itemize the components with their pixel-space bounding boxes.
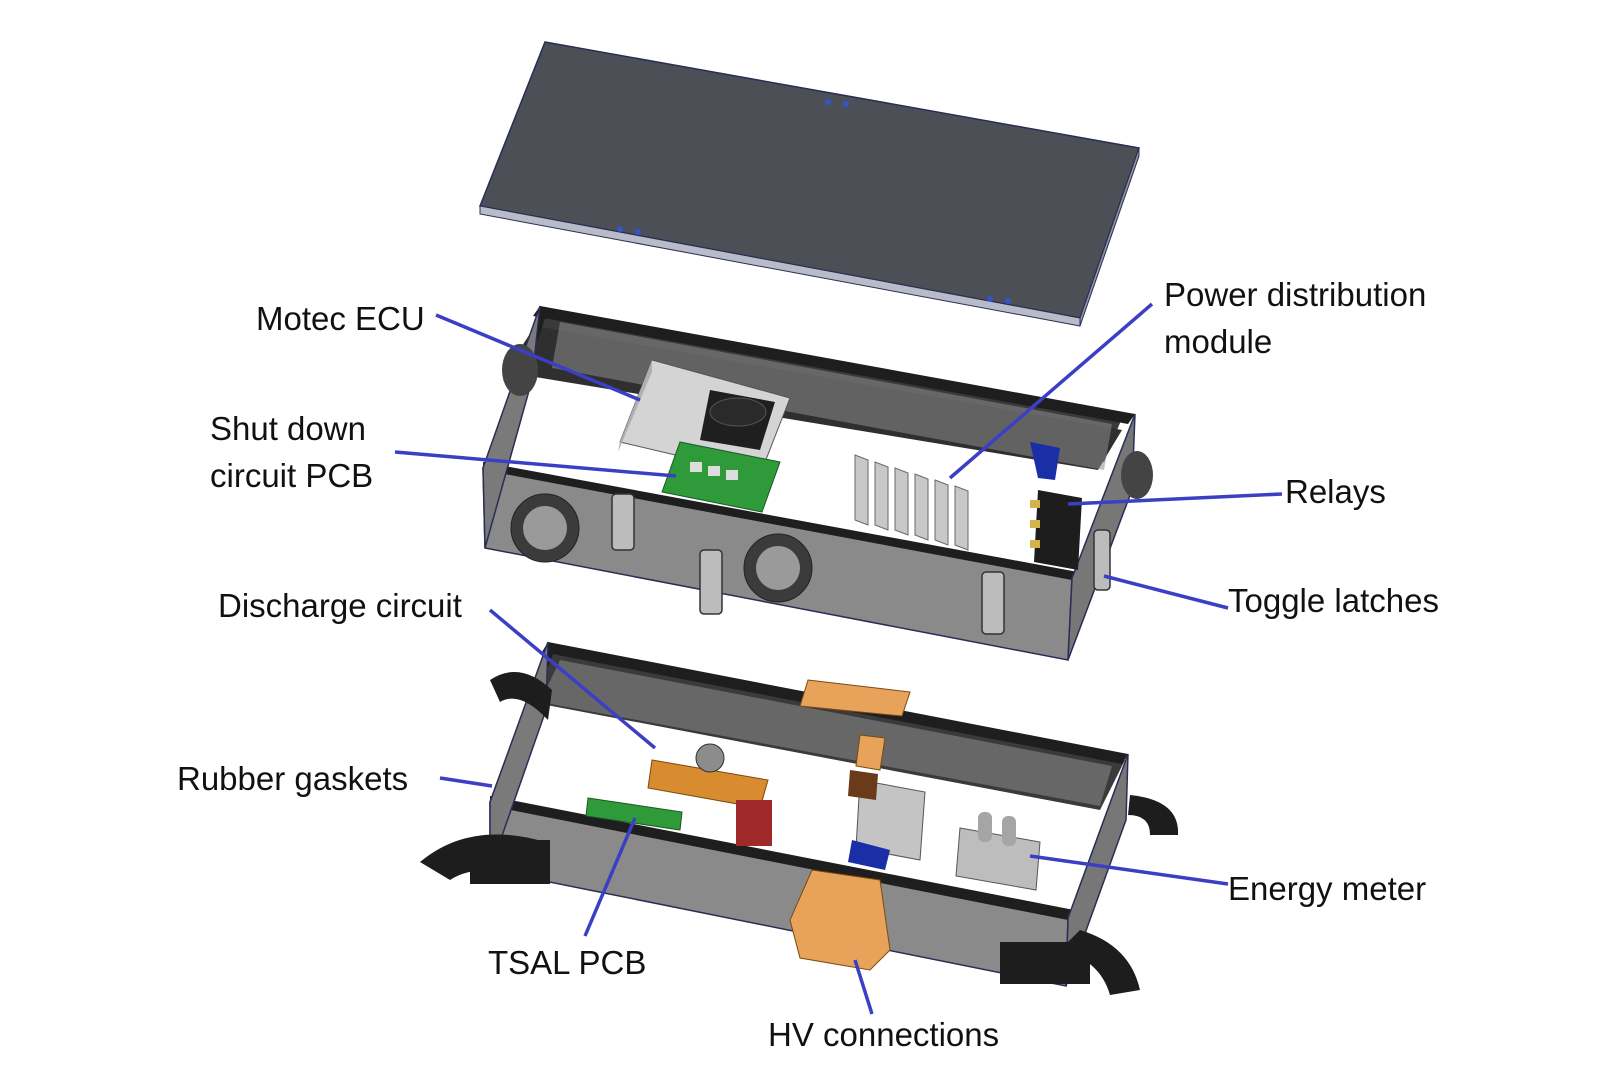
leader-rubber-gaskets — [439, 776, 493, 788]
label-shutdown-line1: Shut down — [210, 410, 366, 447]
label-shutdown-line2: circuit PCB — [210, 456, 374, 494]
side-connector-right — [1121, 451, 1153, 499]
energy-meter — [955, 812, 1041, 891]
ecu-fan — [700, 390, 775, 450]
leader-shutdown-pcb — [394, 450, 677, 478]
leader-power-distribution — [948, 302, 1154, 480]
label-power-distribution-module: Power distribution module — [1164, 272, 1426, 366]
label-power-distribution-line2: module — [1164, 322, 1273, 360]
leader-toggle-latches — [1103, 574, 1229, 610]
leader-energy-meter — [1029, 854, 1229, 886]
label-motec-ecu: Motec ECU — [256, 296, 425, 343]
relays — [1030, 442, 1082, 570]
upper-enclosure — [482, 305, 1136, 661]
label-motec-ecu-text: Motec ECU — [256, 300, 425, 337]
circular-connector-left — [510, 493, 580, 563]
tsal-pcb — [585, 797, 683, 831]
enclosure-lid — [478, 41, 1140, 327]
side-connector-left — [502, 344, 538, 396]
label-tsal-pcb-text: TSAL PCB — [488, 944, 647, 981]
label-discharge-circuit: Discharge circuit — [218, 583, 462, 630]
mounting-brackets — [420, 672, 1179, 995]
shutdown-circuit-pcb — [661, 441, 781, 513]
leader-tsal-pcb — [583, 817, 637, 937]
label-power-distribution-line1: Power distribution — [1164, 276, 1427, 313]
label-rubber-gaskets-text: Rubber gaskets — [177, 760, 409, 797]
toggle-latches — [611, 493, 1111, 635]
circular-connector-mid — [743, 533, 813, 603]
leader-motec-ecu — [435, 313, 641, 402]
label-relays: Relays — [1285, 469, 1386, 516]
discharge-circuit — [647, 743, 772, 846]
center-module — [848, 770, 926, 870]
label-discharge-circuit-text: Discharge circuit — [218, 587, 462, 624]
leader-discharge-circuit — [488, 608, 657, 750]
label-energy-meter-text: Energy meter — [1228, 870, 1427, 907]
label-relays-text: Relays — [1285, 473, 1386, 510]
label-energy-meter: Energy meter — [1228, 866, 1426, 913]
leader-hv-connections — [853, 959, 874, 1015]
label-hv-connections: HV connections — [768, 1012, 999, 1059]
label-rubber-gaskets: Rubber gaskets — [177, 756, 408, 803]
label-shutdown-circuit-pcb: Shut down circuit PCB — [210, 406, 373, 500]
hv-connections — [789, 679, 911, 971]
leader-lines — [394, 302, 1283, 1015]
leader-relays — [1067, 492, 1283, 506]
label-toggle-latches-text: Toggle latches — [1228, 582, 1439, 619]
power-distribution-module — [854, 454, 969, 551]
label-toggle-latches: Toggle latches — [1228, 578, 1439, 625]
label-hv-connections-text: HV connections — [768, 1016, 1000, 1053]
label-tsal-pcb: TSAL PCB — [488, 940, 646, 987]
